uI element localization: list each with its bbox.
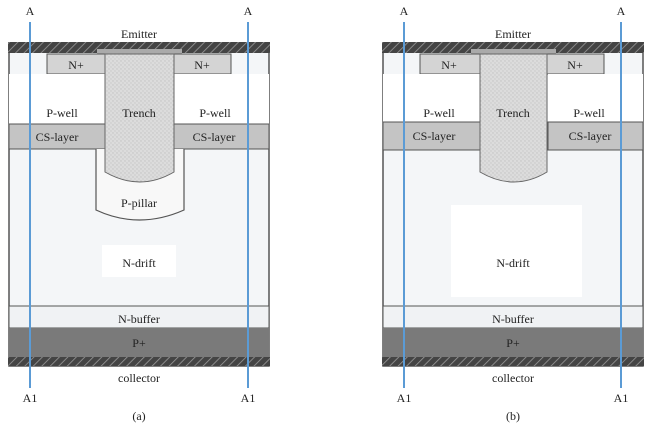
n-drift-label-bg [451, 205, 582, 297]
p-well-left [383, 74, 480, 122]
cs-layer-left-label: CS-layer [413, 129, 456, 143]
emitter-metal [8, 42, 270, 53]
trench-region [479, 53, 548, 183]
panel-a: A A Emitter N+ N+ Trench P-well P-well C… [8, 4, 270, 423]
p-well-right-label: P-well [199, 106, 231, 120]
p-well-right [174, 74, 269, 124]
n-buffer-label: N-buffer [118, 312, 160, 326]
cut-label-top-left: A [26, 4, 35, 18]
trench-region [104, 53, 175, 183]
panel-b: A A Emitter N+ N+ Trench P-well P-well C… [382, 4, 644, 423]
collector-label: collector [118, 371, 160, 385]
p-well-left-label: P-well [46, 106, 78, 120]
n-drift-label-bg [102, 245, 176, 277]
cut-label-bottom-left: A1 [397, 391, 412, 405]
p-plus-region [9, 328, 269, 357]
collector-metal [8, 357, 270, 366]
p-plus-label: P+ [506, 336, 520, 350]
trench-label: Trench [122, 106, 156, 120]
n-drift-label: N-drift [122, 256, 156, 270]
p-well-left-label: P-well [423, 106, 455, 120]
p-plus-region [383, 328, 643, 357]
cs-layer-left [382, 121, 481, 151]
caption-b: (b) [506, 409, 520, 423]
caption-a: (a) [132, 409, 145, 423]
cut-label-bottom-right: A1 [241, 391, 256, 405]
p-well-right-label: P-well [573, 106, 605, 120]
cs-layer-right-label: CS-layer [569, 129, 612, 143]
cut-label-bottom-left: A1 [23, 391, 38, 405]
p-well-left [9, 74, 105, 124]
cs-layer-right [173, 123, 270, 150]
n-plus-right-label: N+ [567, 58, 583, 72]
n-plus-left-label: N+ [68, 58, 84, 72]
p-plus-label: P+ [132, 336, 146, 350]
collector-label: collector [492, 371, 534, 385]
cut-label-top-right: A [617, 4, 626, 18]
p-well-right [548, 74, 643, 122]
cs-layer-left-label: CS-layer [36, 130, 79, 144]
collector-metal [382, 357, 644, 366]
n-plus-right-label: N+ [194, 58, 210, 72]
cs-layer-right-label: CS-layer [193, 130, 236, 144]
cut-label-top-left: A [400, 4, 409, 18]
n-plus-left-label: N+ [441, 58, 457, 72]
cs-layer-right [547, 121, 644, 151]
n-buffer-label: N-buffer [492, 312, 534, 326]
p-pillar-label: P-pillar [121, 196, 157, 210]
emitter-label: Emitter [121, 27, 157, 41]
cut-label-top-right: A [244, 4, 253, 18]
n-drift-label: N-drift [496, 256, 530, 270]
emitter-metal [382, 42, 644, 53]
gate-oxide [97, 49, 182, 54]
emitter-label: Emitter [495, 27, 531, 41]
trench-label: Trench [496, 106, 530, 120]
cut-label-bottom-right: A1 [614, 391, 629, 405]
gate-oxide [471, 49, 556, 54]
